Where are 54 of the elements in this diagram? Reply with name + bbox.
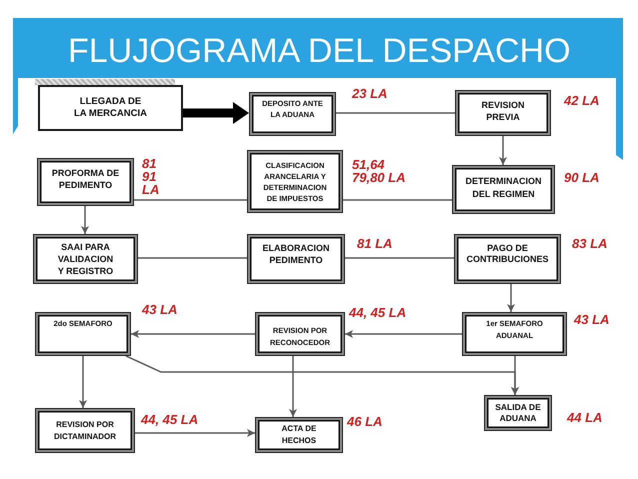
process-box	[35, 408, 135, 453]
box-label: SAAI PARA VALIDACION Y REGISTRO	[56, 241, 114, 277]
arrow	[79, 356, 87, 408]
process-box	[37, 158, 134, 206]
connector-line	[138, 257, 247, 259]
reference-label: 23 LA	[352, 87, 388, 100]
reference-label: 51,64 79,80 LA	[352, 158, 406, 184]
reference-label: 44 LA	[567, 411, 602, 424]
process-box	[454, 234, 561, 284]
connector-line	[336, 112, 455, 114]
process-box	[484, 395, 552, 431]
reference-label: 90 LA	[564, 171, 600, 184]
connector-line	[343, 199, 452, 201]
reference-label: 42 LA	[564, 94, 600, 107]
box-label: PROFORMA DE PEDIMENTO	[50, 167, 120, 191]
box-label: REVISION PREVIA	[480, 99, 526, 123]
box-label: LLEGADA DE LA MERCANCIA	[72, 96, 148, 120]
process-box	[455, 90, 551, 136]
box-label: ACTA DE HECHOS	[280, 423, 318, 447]
process-box	[35, 312, 131, 356]
reference-label: 43 LA	[574, 313, 610, 326]
arrow	[131, 330, 255, 338]
connector-line	[345, 257, 454, 259]
arrow	[345, 330, 462, 338]
reference-label: 43 LA	[142, 303, 178, 316]
box-label: PAGO DE CONTRIBUCIONES	[465, 243, 550, 265]
connector-line	[134, 199, 247, 201]
process-box	[247, 234, 345, 284]
arrow	[135, 429, 255, 437]
process-box	[247, 150, 343, 213]
arrow	[81, 206, 89, 234]
reference-label: 83 LA	[572, 237, 608, 250]
process-box	[255, 312, 345, 356]
reference-label: 81 LA	[357, 237, 392, 250]
process-box	[255, 417, 343, 453]
diagram-title: FLUJOGRAMA DEL DESPACHO	[68, 31, 571, 71]
reference-label: 44, 45 LA	[141, 413, 198, 426]
process-box	[249, 92, 336, 136]
arrow	[289, 356, 297, 417]
process-box	[38, 85, 183, 131]
process-box	[452, 165, 555, 214]
box-label: REVISION POR DICTAMINADOR	[52, 418, 118, 442]
arrow	[507, 284, 515, 312]
box-label: ELABORACION PEDIMENTO	[262, 242, 330, 266]
box-label: DETERMINACION DEL REGIMEN	[464, 175, 542, 201]
reference-label: 81 91 LA	[142, 157, 160, 196]
box-label: SALIDA DE ADUANA	[494, 402, 542, 424]
reference-label: 44, 45 LA	[349, 306, 406, 319]
process-box	[33, 234, 138, 284]
arrow	[499, 136, 507, 165]
arrow	[126, 355, 519, 395]
block-arrow	[183, 102, 249, 124]
process-box	[462, 312, 567, 356]
reference-label: 46 LA	[347, 415, 382, 428]
